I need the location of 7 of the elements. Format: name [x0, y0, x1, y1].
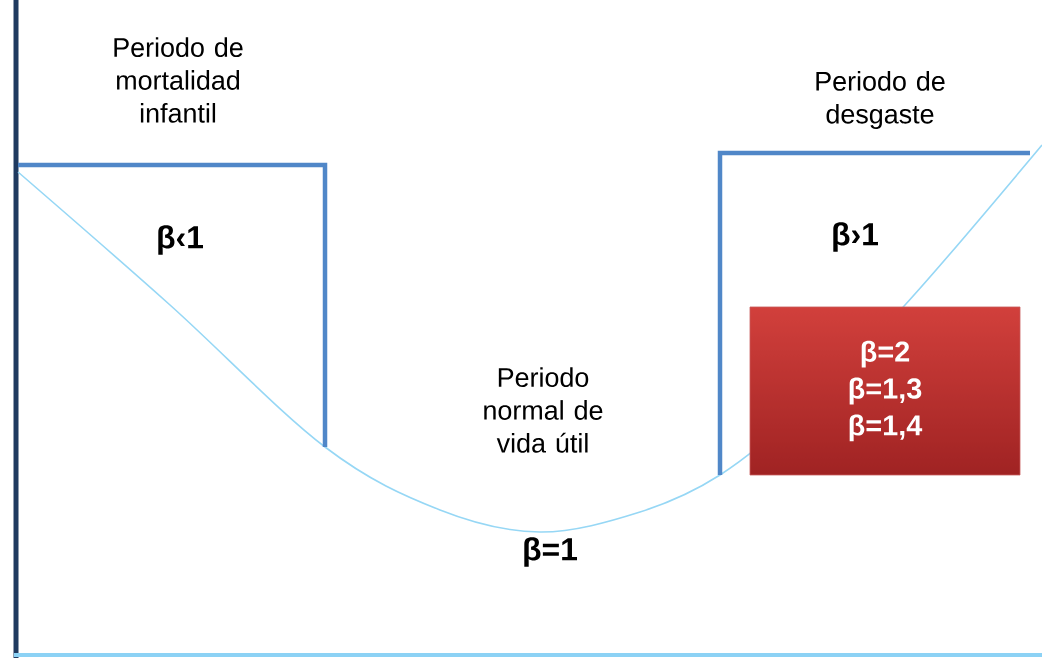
period-label: Periodo de mortalidad infantil: [114, 37, 243, 123]
beta-label: β=1: [524, 537, 577, 567]
beta-label: β›1: [833, 222, 878, 252]
period-label: Periodo normal de vida útil: [484, 367, 603, 453]
period-label: Periodo de desgaste: [816, 71, 945, 129]
value-box: β=2 β=1,3 β=1,4: [749, 306, 1021, 476]
beta-label: β‹1: [158, 225, 203, 255]
